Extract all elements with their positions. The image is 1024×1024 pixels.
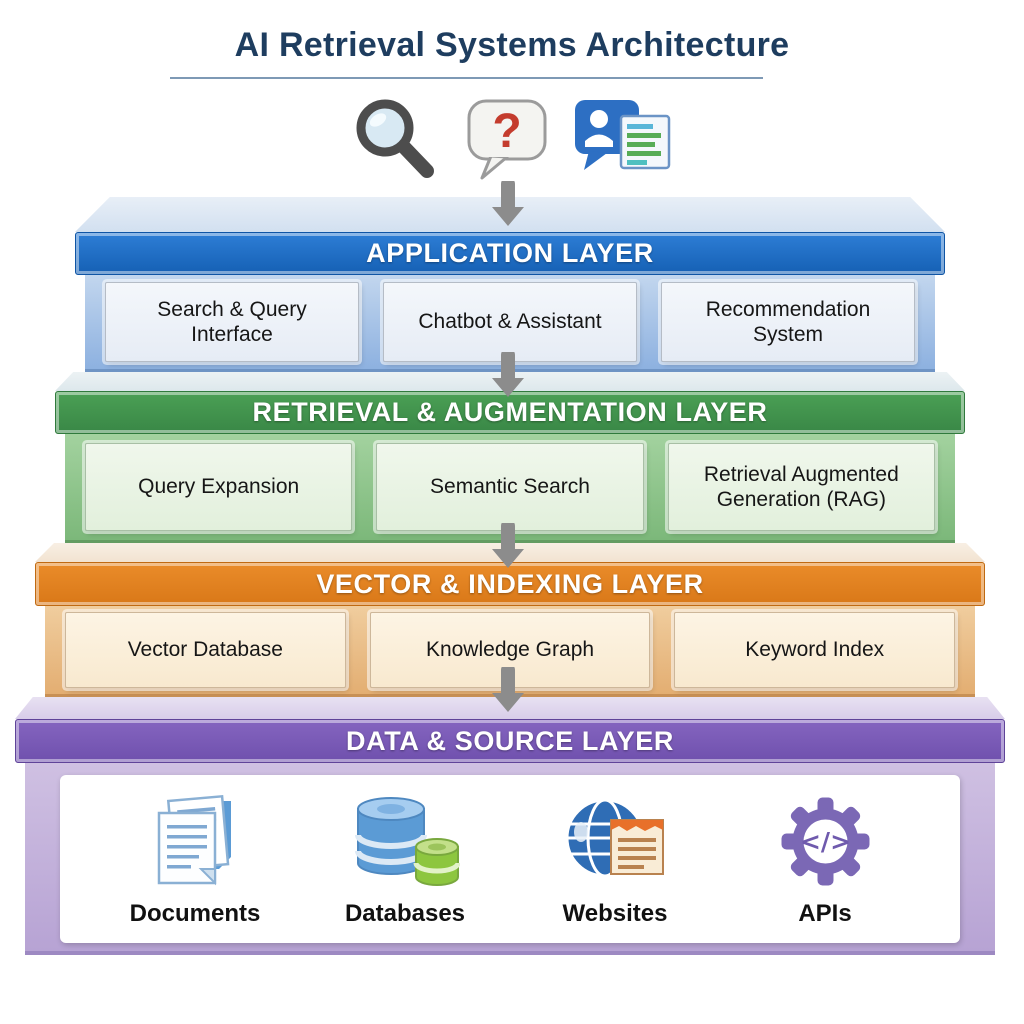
source-label: Documents bbox=[129, 900, 261, 927]
source-apis: </> APIs bbox=[720, 790, 930, 928]
documents-icon bbox=[145, 790, 245, 892]
source-documents: Documents bbox=[90, 790, 300, 928]
flow-arrow-4 bbox=[488, 663, 528, 715]
page-title: AI Retrieval Systems Architecture bbox=[234, 26, 790, 64]
box-semantic-search: Semantic Search bbox=[376, 443, 644, 531]
source-websites: Websites bbox=[510, 790, 720, 928]
box-vector-database: Vector Database bbox=[65, 612, 346, 688]
svg-text:?: ? bbox=[492, 105, 521, 158]
data-layer-header: DATA & SOURCE LAYER bbox=[15, 719, 1005, 763]
data-sources-panel: Documents Databases bbox=[60, 775, 960, 943]
chat-results-icon bbox=[573, 96, 673, 181]
flow-arrow-1 bbox=[488, 177, 528, 229]
title-underline bbox=[170, 77, 763, 79]
source-label: Databases bbox=[344, 900, 466, 927]
retrieval-layer-body: Query Expansion Semantic Search Retrieva… bbox=[65, 434, 955, 543]
databases-icon bbox=[350, 790, 460, 892]
box-rag: Retrieval Augmented Generation (RAG) bbox=[667, 443, 935, 531]
svg-text:</>: </> bbox=[799, 827, 850, 856]
application-layer-header: APPLICATION LAYER bbox=[75, 232, 945, 275]
source-label: Websites bbox=[562, 900, 668, 927]
box-keyword-index: Keyword Index bbox=[674, 612, 956, 688]
apis-icon: </> bbox=[778, 790, 873, 892]
question-bubble-icon: ? bbox=[463, 96, 551, 191]
data-layer-body: Documents Databases bbox=[25, 763, 995, 955]
box-chatbot-assistant: Chatbot & Assistant bbox=[383, 282, 637, 362]
box-search-query-interface: Search & Query Interface bbox=[105, 282, 359, 362]
flow-arrow-3 bbox=[488, 519, 528, 571]
box-query-expansion: Query Expansion bbox=[85, 443, 353, 531]
box-recommendation-system: Recommendation System bbox=[661, 282, 915, 362]
search-magnifier-icon bbox=[351, 96, 441, 191]
flow-arrow-2 bbox=[488, 348, 528, 400]
source-label: APIs bbox=[798, 900, 852, 927]
retrieval-layer-header: RETRIEVAL & AUGMENTATION LAYER bbox=[55, 391, 965, 434]
source-databases: Databases bbox=[300, 790, 510, 928]
box-knowledge-graph: Knowledge Graph bbox=[369, 612, 651, 688]
websites-icon bbox=[563, 790, 668, 892]
top-icon-row: ? bbox=[351, 96, 673, 191]
